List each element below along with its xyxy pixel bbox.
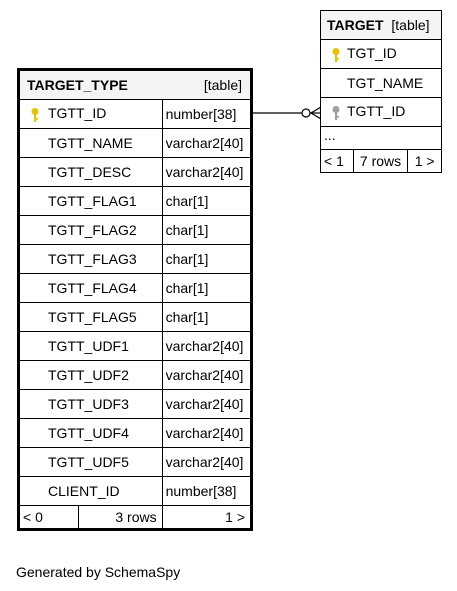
table-footer: < 0 3 rows 1 > (18, 505, 253, 530)
column-name: TGTT_FLAG1 (48, 193, 137, 209)
column-row: TGTT_UDF2 varchar2[40] (18, 360, 253, 390)
column-name: TGTT_FLAG5 (48, 309, 137, 325)
ellipsis: ... (324, 127, 336, 143)
column-name: TGTT_NAME (48, 135, 133, 151)
table-kind: [table] (203, 77, 242, 93)
foreign-key-icon (328, 105, 344, 121)
primary-key-icon (27, 107, 43, 123)
column-name: TGTT_ID (48, 105, 107, 122)
children-count: 1 > (414, 153, 435, 169)
column-row: TGTT_UDF4 varchar2[40] (18, 418, 253, 448)
column-name: TGTT_FLAG4 (48, 280, 137, 296)
column-name: TGT_ID (347, 45, 397, 62)
column-name: TGT_NAME (347, 75, 424, 91)
column-type: varchar2[40] (165, 454, 244, 470)
column-row: TGTT_UDF3 varchar2[40] (18, 389, 253, 419)
children-count: 1 > (225, 509, 245, 525)
column-type: char[1] (165, 193, 209, 209)
column-name: TGTT_UDF2 (48, 367, 129, 383)
table-header: TARGET_TYPE [table] (18, 69, 253, 100)
table-footer: < 1 7 rows 1 > (320, 149, 442, 173)
column-row: TGT_ID (320, 39, 442, 69)
column-row: TGTT_UDF1 varchar2[40] (18, 331, 253, 361)
column-name: TGTT_UDF1 (48, 338, 129, 354)
column-type: char[1] (165, 309, 209, 325)
column-row: TGTT_FLAG5 char[1] (18, 302, 253, 332)
target-table[interactable]: TARGET [table] TGT_ID TGT_NAME TGTT_ID ...… (320, 10, 442, 173)
column-row: TGTT_FLAG1 char[1] (18, 186, 253, 216)
ellipsis-row: ... (320, 126, 442, 150)
column-row: TGTT_ID (320, 97, 442, 127)
column-name: TGTT_ID (347, 103, 406, 120)
parents-count: < 1 (324, 153, 344, 169)
column-type: varchar2[40] (165, 164, 244, 180)
column-name: TGTT_UDF3 (48, 396, 129, 412)
row-count: 7 rows (359, 153, 402, 169)
table-name: TARGET_TYPE (27, 77, 128, 93)
column-row: TGTT_FLAG3 char[1] (18, 244, 253, 274)
column-type: varchar2[40] (165, 396, 244, 412)
column-type: varchar2[40] (165, 338, 244, 354)
column-name: TGTT_FLAG2 (48, 222, 137, 238)
column-row: TGTT_FLAG4 char[1] (18, 273, 253, 303)
column-name: TGTT_FLAG3 (48, 251, 137, 267)
column-row: TGTT_ID number[38] (18, 99, 253, 129)
column-name: CLIENT_ID (48, 483, 120, 499)
column-type: number[38] (165, 483, 237, 499)
column-type: varchar2[40] (165, 135, 244, 151)
column-type: varchar2[40] (165, 367, 244, 383)
generated-by-text: Generated by SchemaSpy (16, 564, 181, 580)
column-row: TGT_NAME (320, 68, 442, 98)
column-name: TGTT_UDF5 (48, 454, 129, 470)
column-row: CLIENT_ID number[38] (18, 476, 253, 506)
column-type: number[38] (165, 106, 237, 122)
table-header: TARGET [table] (320, 10, 442, 40)
column-name: TGTT_UDF4 (48, 425, 129, 441)
column-row: TGTT_NAME varchar2[40] (18, 128, 253, 158)
table-kind: [table] (391, 17, 430, 33)
column-type: char[1] (165, 251, 209, 267)
table-name: TARGET (327, 17, 384, 33)
column-type: varchar2[40] (165, 425, 244, 441)
primary-key-icon (328, 47, 344, 63)
column-row: TGTT_UDF5 varchar2[40] (18, 447, 253, 477)
parents-count: < 0 (23, 509, 43, 525)
column-name: TGTT_DESC (48, 164, 132, 180)
column-row: TGTT_DESC varchar2[40] (18, 157, 253, 187)
column-type: char[1] (165, 280, 209, 296)
column-row: TGTT_FLAG2 char[1] (18, 215, 253, 245)
row-count: 3 rows (115, 509, 157, 525)
column-type: char[1] (165, 222, 209, 238)
